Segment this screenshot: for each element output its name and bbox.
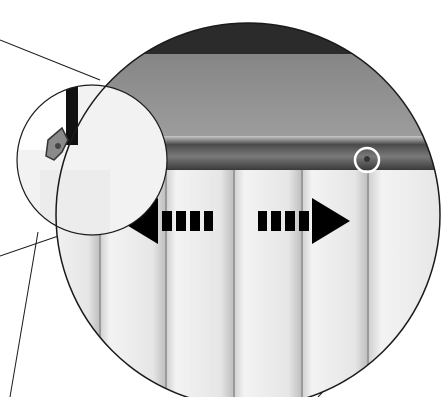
- leader-line-top: [0, 40, 100, 80]
- leader-line-left-bottom: [10, 232, 38, 397]
- screw-right: [364, 156, 370, 162]
- ceiling-strip: [40, 20, 441, 54]
